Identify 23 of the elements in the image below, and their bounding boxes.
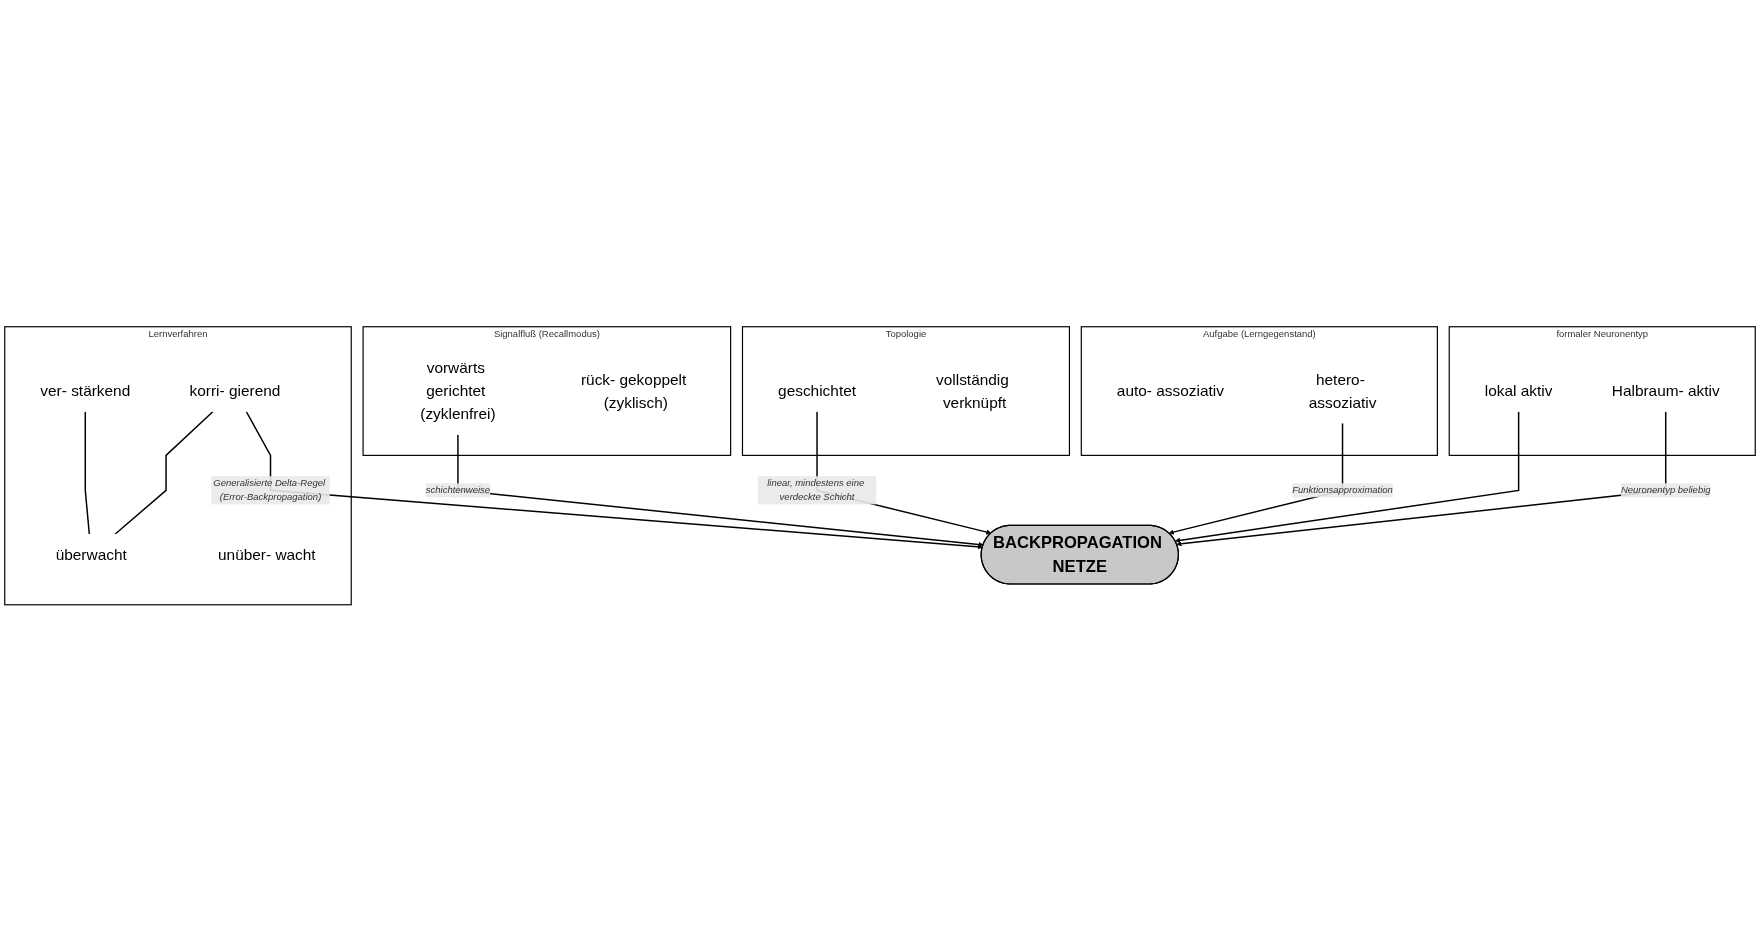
node-text: korri- gierend xyxy=(189,382,281,400)
node-text: geschichtet xyxy=(778,382,857,400)
arrow xyxy=(457,434,984,548)
node-text: vollständig verknüpft xyxy=(936,370,1009,412)
node-text: vorwärts gerichtet (zyklenfrei) xyxy=(420,358,496,424)
edge-label: Generalisierte Delta-Regel (Error-Backpropagation) xyxy=(213,478,326,503)
node-text: unüber- wacht xyxy=(217,545,316,564)
node-text: überwacht xyxy=(55,545,127,564)
node-text: auto- assoziativ xyxy=(1116,382,1224,400)
arrow xyxy=(1176,411,1667,547)
node-text: lokal aktiv xyxy=(1484,382,1553,400)
connector xyxy=(114,411,214,536)
edge-label: Funktionsapproximation xyxy=(1292,485,1393,496)
edge-label: Neuronentyp beliebig xyxy=(1620,485,1711,496)
node-text: ver- stärkend xyxy=(40,382,131,400)
arrow xyxy=(245,411,983,550)
edge-label: schichtenweise xyxy=(425,485,491,496)
node-text: hetero- assoziativ xyxy=(1308,370,1377,412)
arrow xyxy=(1174,411,1520,544)
edge-label: linear, mindestens eine verdeckte Schicht xyxy=(767,478,865,503)
connector xyxy=(84,411,91,536)
node-text: rück- gekoppelt (zyklisch) xyxy=(580,370,687,412)
node-text: Halbraum- aktiv xyxy=(1611,382,1720,400)
